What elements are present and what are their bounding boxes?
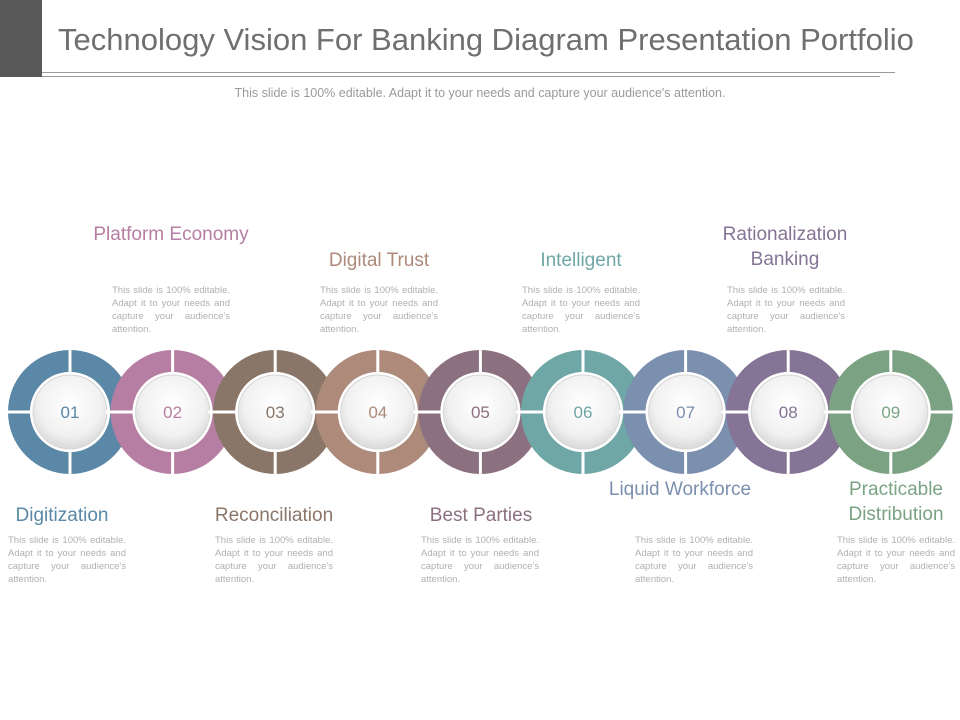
- step-number-04: 04: [368, 403, 387, 422]
- step-04-label: Digital Trust: [328, 250, 430, 271]
- ring-step-06: 06: [516, 345, 650, 479]
- ring-step-09: 09: [823, 345, 958, 479]
- title-underline: [42, 72, 895, 73]
- step-number-07: 07: [676, 403, 695, 422]
- step-06-label: Intelligent: [540, 250, 622, 271]
- step-number-06: 06: [574, 403, 593, 422]
- step-05-desc: This slide is 100% editable. Adapt it to…: [421, 535, 539, 585]
- ring-step-01: 01: [3, 345, 137, 479]
- page-title: Technology Vision For Banking Diagram Pr…: [58, 22, 914, 57]
- step-07-label: Liquid Workforce: [608, 479, 752, 500]
- step-03-desc: This slide is 100% editable. Adapt it to…: [215, 535, 333, 585]
- step-08-desc: This slide is 100% editable. Adapt it to…: [727, 285, 845, 335]
- step-06-desc: This slide is 100% editable. Adapt it to…: [522, 285, 640, 335]
- step-number-03: 03: [266, 403, 285, 422]
- step-number-08: 08: [779, 403, 798, 422]
- ring-step-03: 03: [208, 345, 343, 479]
- step-07-desc: This slide is 100% editable. Adapt it to…: [635, 535, 753, 585]
- ring-step-07: 07: [618, 345, 753, 479]
- page-subtitle: This slide is 100% editable. Adapt it to…: [234, 86, 726, 100]
- step-05-label: Best Parties: [429, 505, 533, 526]
- step-04-desc: This slide is 100% editable. Adapt it to…: [320, 285, 438, 335]
- step-09-desc: This slide is 100% editable. Adapt it to…: [837, 535, 955, 585]
- ring-step-04: 04: [310, 345, 445, 479]
- title-accent-block: [0, 0, 42, 77]
- ring-chain-diagram: 01 02 03 04 05 06 07 08 09: [3, 345, 958, 479]
- step-02-desc: This slide is 100% editable. Adapt it to…: [112, 285, 230, 335]
- step-08-label: Rationalization Banking: [722, 224, 848, 270]
- step-number-09: 09: [881, 403, 900, 422]
- ring-step-02: 02: [105, 345, 240, 479]
- step-02-label: Platform Economy: [93, 224, 249, 245]
- step-number-05: 05: [471, 403, 490, 422]
- step-01-desc: This slide is 100% editable. Adapt it to…: [8, 535, 126, 585]
- step-03-label: Reconciliation: [214, 505, 334, 526]
- step-number-02: 02: [163, 403, 182, 422]
- step-number-01: 01: [61, 403, 80, 422]
- step-09-label: Practicable Distribution: [848, 479, 944, 525]
- title-underline-secondary: [42, 76, 880, 77]
- step-01-label: Digitization: [15, 505, 109, 526]
- inner-disc: [853, 374, 929, 450]
